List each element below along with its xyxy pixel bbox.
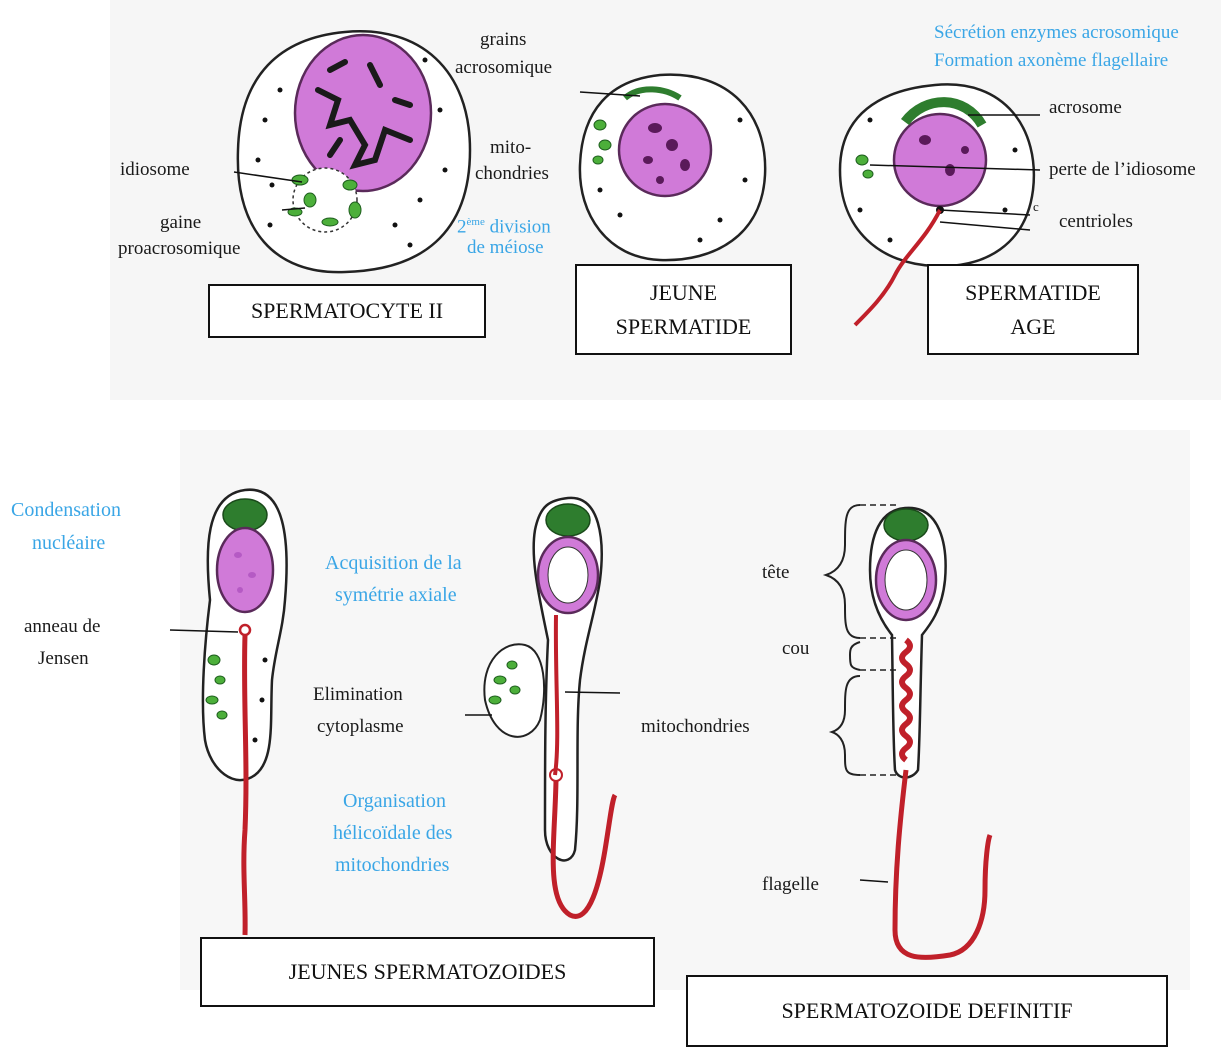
spermatocyte-ii-cell [234,31,470,272]
label-grains-line1: grains [480,25,526,55]
label-organisation-line2: hélicoïdale des [333,818,452,848]
midpiece [555,615,557,775]
acrosome [223,499,267,531]
label-formation-axoneme: Formation axonème flagellaire [934,46,1168,76]
label-cou: cou [782,634,809,664]
label-perte-idiosome: perte de l’idiosome [1049,155,1196,185]
label-acquisition-line1: Acquisition de la [325,548,462,578]
nucleus-inner [885,550,927,610]
nucleus [217,528,273,612]
title-spermatozoide-definitif: SPERMATOZOIDE DEFINITIF [686,975,1168,1047]
label-mito-line2: chondries [475,159,549,189]
title-jeunes-spermatozoides: JEUNES SPERMATOZOIDES [200,937,655,1007]
flagellum [244,635,246,935]
label-organisation-line1: Organisation [343,786,446,816]
label-anneau-line1: anneau de [24,612,100,642]
division-ordinal: 2 [457,216,467,237]
nucleus-inner [548,547,588,603]
nucleus [295,35,431,191]
label-c: c [1033,192,1039,222]
title-spermatide-age-line2: AGE [1010,310,1055,344]
label-acrosome: acrosome [1049,93,1122,123]
bottom-panel-background [180,430,1190,990]
label-flagelle: flagelle [762,870,819,900]
title-jeune-spermatide-line2: SPERMATIDE [616,310,752,344]
nucleus [619,104,711,196]
acrosome [884,509,928,541]
title-jeune-spermatide-line1: JEUNE [650,276,717,310]
label-idiosome: idiosome [120,155,190,185]
label-grains-line2: acrosomique [455,53,552,83]
division-ordinal-suffix: ème [467,216,485,228]
title-spermatide-age: SPERMATIDE AGE [927,264,1139,355]
label-gaine-line2: proacrosomique [118,234,240,264]
label-secretion: Sécrétion enzymes acrosomique [934,18,1179,48]
label-centrioles: centrioles [1059,207,1133,237]
jeune-spermatide-cell [580,75,765,260]
label-elimination-line2: cytoplasme [317,712,404,742]
label-elimination-line1: Elimination [313,680,403,710]
label-tete: tête [762,558,789,588]
label-organisation-line3: mitochondries [335,850,449,880]
title-jeune-spermatide: JEUNE SPERMATIDE [575,264,792,355]
label-division-line2: de méiose [467,233,544,263]
label-condensation-line2: nucléaire [32,528,105,558]
label-acquisition-line2: symétrie axiale [335,580,457,610]
title-spermatide-age-line1: SPERMATIDE [965,276,1101,310]
label-condensation-line1: Condensation [11,495,121,525]
label-mitochondries: mitochondries [641,712,750,742]
title-spermatocyte-ii: SPERMATOCYTE II [208,284,486,338]
label-anneau-line2: Jensen [38,644,89,674]
acrosome [546,504,590,536]
nucleus [894,114,986,206]
mitochondries-pointer [565,692,620,693]
